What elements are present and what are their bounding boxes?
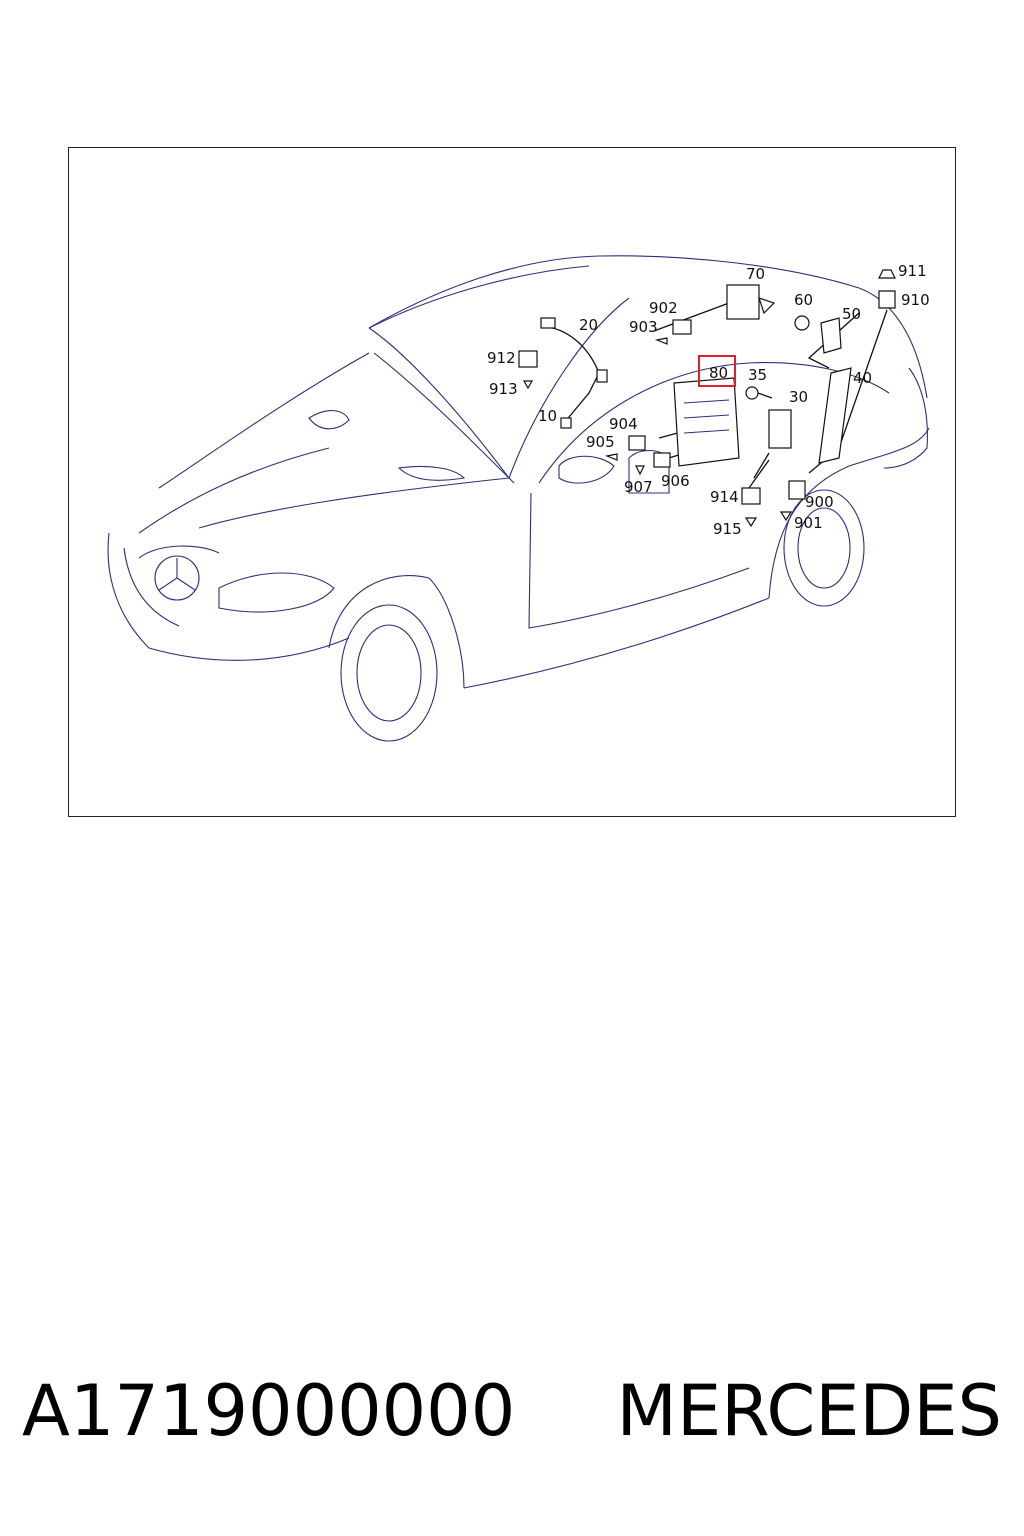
callout-915: 915 xyxy=(713,520,742,538)
part-10-icon xyxy=(560,417,572,429)
part-glyphs xyxy=(518,269,896,528)
terminal-915-icon xyxy=(744,517,758,528)
callout-905: 905 xyxy=(586,433,615,451)
callout-50: 50 xyxy=(842,305,861,323)
terminal-903-icon xyxy=(654,337,668,345)
callout-904: 904 xyxy=(609,415,638,433)
connector-902-icon xyxy=(672,319,692,335)
callout-80: 80 xyxy=(709,364,728,382)
connector-900-icon xyxy=(788,480,806,500)
connector-912-icon xyxy=(518,350,538,368)
sensor-20-icon xyxy=(540,317,556,329)
parts-diagram: 911 910 70 60 50 902 903 20 912 913 10 8… xyxy=(107,255,930,742)
bracket-50-icon xyxy=(820,317,842,354)
connector-914-icon xyxy=(741,487,761,505)
callout-10: 10 xyxy=(538,407,557,425)
caption-bar: A1719000000 MERCEDES xyxy=(0,1370,1024,1470)
callout-912: 912 xyxy=(487,349,516,367)
connector-906-icon xyxy=(653,452,671,468)
connector-904-icon xyxy=(628,435,646,451)
callout-906: 906 xyxy=(661,472,690,490)
callout-910: 910 xyxy=(901,291,930,309)
callout-902: 902 xyxy=(649,299,678,317)
callout-40: 40 xyxy=(853,369,872,387)
terminal-913-icon xyxy=(522,380,534,390)
callout-70: 70 xyxy=(746,265,765,283)
terminal-911-icon xyxy=(878,269,896,279)
sensor-20-end-icon xyxy=(596,369,608,383)
callout-907: 907 xyxy=(624,478,653,496)
highlight-box-80 xyxy=(698,355,736,387)
terminal-907-icon xyxy=(635,465,645,476)
module-70-icon xyxy=(726,284,760,320)
callout-20: 20 xyxy=(579,316,598,334)
rail-40-icon xyxy=(818,367,852,464)
control-module-80-icon xyxy=(673,377,740,467)
switch-30-icon xyxy=(768,409,792,449)
callout-60: 60 xyxy=(794,291,813,309)
part-number: A1719000000 xyxy=(22,1370,516,1452)
callout-900: 900 xyxy=(805,493,834,511)
callout-30: 30 xyxy=(789,388,808,406)
callout-911: 911 xyxy=(898,262,927,280)
callout-901: 901 xyxy=(794,514,823,532)
brand-name: MERCEDES xyxy=(616,1370,1002,1452)
terminal-901-icon xyxy=(779,511,793,522)
callout-35: 35 xyxy=(748,366,767,384)
callout-913: 913 xyxy=(489,380,518,398)
parts-diagram-frame: 911 910 70 60 50 902 903 20 912 913 10 8… xyxy=(68,147,956,817)
bolt-35-icon xyxy=(745,386,759,400)
screw-60-icon xyxy=(794,315,810,331)
callout-903: 903 xyxy=(629,318,658,336)
connector-910-icon xyxy=(878,290,896,309)
callout-914: 914 xyxy=(710,488,739,506)
terminal-905-icon xyxy=(604,453,618,461)
